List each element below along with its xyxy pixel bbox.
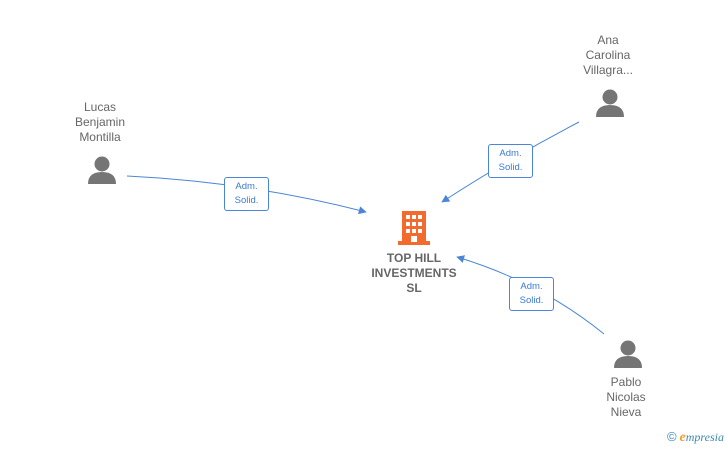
edge-role-badge-pablo[interactable]: Adm. Solid. <box>509 277 554 311</box>
role-line-1: Adm. <box>235 181 258 192</box>
copyright-symbol: © <box>666 429 677 444</box>
empresia-logo: © empresia <box>667 429 724 446</box>
person-name-ana[interactable]: Ana Carolina Villagra... <box>583 33 633 77</box>
role-line-1: Adm. <box>499 148 522 159</box>
person-icon[interactable] <box>596 89 624 118</box>
person-name-pablo[interactable]: Pablo Nicolas Nieva <box>606 375 646 419</box>
role-line-2: Solid. <box>234 195 259 206</box>
person-icon[interactable] <box>614 340 642 369</box>
edge-role-badge-ana[interactable]: Adm. Solid. <box>488 144 533 178</box>
role-line-1: Adm. <box>520 281 543 292</box>
brand-name: mpresia <box>685 430 724 444</box>
brand-initial: e <box>679 430 686 445</box>
person-name-lucas[interactable]: Lucas Benjamin Montilla <box>74 100 126 144</box>
role-line-2: Solid. <box>519 295 544 306</box>
edge-role-badge-lucas[interactable]: Adm. Solid. <box>224 177 269 211</box>
building-icon[interactable] <box>398 211 430 245</box>
person-icon[interactable] <box>88 156 116 185</box>
company-name[interactable]: TOP HILL INVESTMENTS SL <box>371 251 457 295</box>
role-line-2: Solid. <box>498 162 523 173</box>
